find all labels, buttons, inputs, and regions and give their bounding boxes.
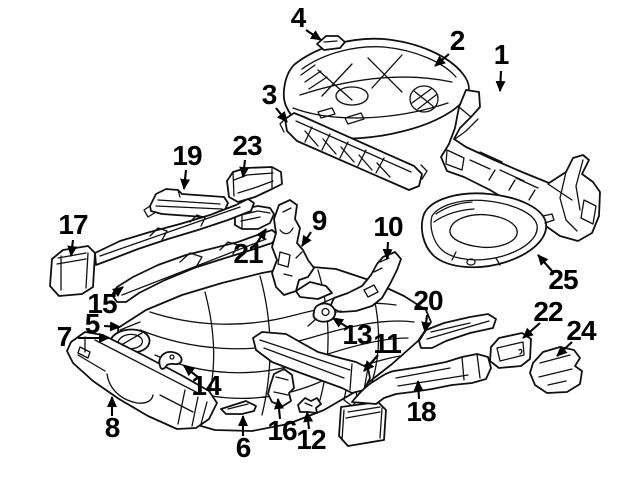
callout-arrow-22 — [522, 322, 541, 339]
callout-label-15: 15 — [87, 287, 117, 319]
part-6-blade-strip — [220, 400, 257, 415]
callout-label-7: 7 — [56, 320, 73, 352]
callout-arrow-23 — [239, 159, 250, 178]
callout-label-5: 5 — [84, 307, 101, 339]
part-25-spare-tire-well — [421, 192, 555, 269]
callout-arrow-10 — [382, 241, 393, 260]
callout-arrow-17 — [67, 239, 78, 257]
part-8-lower-back-panel — [66, 331, 218, 430]
callout-label-19: 19 — [172, 139, 202, 171]
callout-arrow-11 — [363, 354, 379, 372]
callout-label-18: 18 — [406, 395, 436, 427]
callout-label-25: 25 — [548, 263, 578, 295]
callout-label-12: 12 — [296, 423, 326, 455]
callout-arrow-4 — [305, 29, 322, 41]
callout-label-22: 22 — [533, 295, 563, 327]
part-17-left-side-rail — [49, 198, 255, 297]
callout-arrow-18 — [413, 380, 424, 400]
callout-label-11: 11 — [373, 327, 402, 359]
callout-arrow-12 — [303, 411, 314, 430]
callout-arrow-3 — [275, 107, 288, 123]
callout-label-17: 17 — [58, 208, 88, 240]
part-3-reinforcement-bar — [279, 112, 428, 191]
callout-label-1: 1 — [493, 38, 510, 70]
part-9-pillar-bracket — [271, 199, 333, 300]
callout-label-6: 6 — [235, 431, 252, 463]
callout-label-14: 14 — [191, 369, 221, 401]
callout-label-4: 4 — [290, 1, 307, 33]
callout-label-13: 13 — [342, 318, 372, 350]
part-22-box-bracket — [489, 332, 532, 369]
callout-arrow-20 — [421, 314, 432, 333]
callout-arrow-16 — [274, 398, 284, 420]
callout-label-24: 24 — [566, 314, 596, 346]
callout-label-21: 21 — [233, 237, 263, 269]
callout-label-2: 2 — [449, 24, 466, 56]
part-13-grommet — [307, 302, 337, 327]
callout-label-9: 9 — [311, 204, 328, 236]
callout-label-3: 3 — [261, 78, 278, 110]
callout-arrow-24 — [556, 341, 573, 357]
part-18-rear-side-member — [338, 353, 492, 447]
callout-arrow-2 — [434, 53, 450, 67]
part-20-rail-piece — [418, 313, 497, 349]
callout-arrow-19 — [180, 169, 191, 190]
callout-arrows — [67, 29, 573, 436]
part-23-bracket — [226, 166, 283, 203]
callout-arrow-14 — [183, 365, 200, 379]
callout-label-23: 23 — [232, 129, 262, 161]
callout-arrow-9 — [301, 231, 312, 247]
part-24-end-bracket — [529, 346, 583, 394]
part-15-rail — [111, 229, 279, 303]
callout-arrow-13 — [332, 317, 348, 328]
callout-arrow-25 — [537, 254, 553, 272]
part-4-small-bracket — [316, 35, 346, 51]
callout-arrow-1 — [495, 70, 506, 92]
part-16-small-support — [267, 368, 295, 407]
callout-label-20: 20 — [413, 284, 443, 316]
callout-arrow-21 — [254, 228, 267, 247]
callout-arrow-15 — [110, 286, 124, 297]
callout-arrow-5 — [103, 321, 121, 332]
callout-label-10: 10 — [373, 210, 403, 242]
part-19-rail-segment — [143, 188, 229, 218]
callout-label-8: 8 — [104, 411, 121, 443]
part-14-hook-bracket — [158, 351, 183, 370]
callout-label-16: 16 — [267, 414, 297, 446]
part-1-rear-body-panel — [440, 89, 601, 242]
